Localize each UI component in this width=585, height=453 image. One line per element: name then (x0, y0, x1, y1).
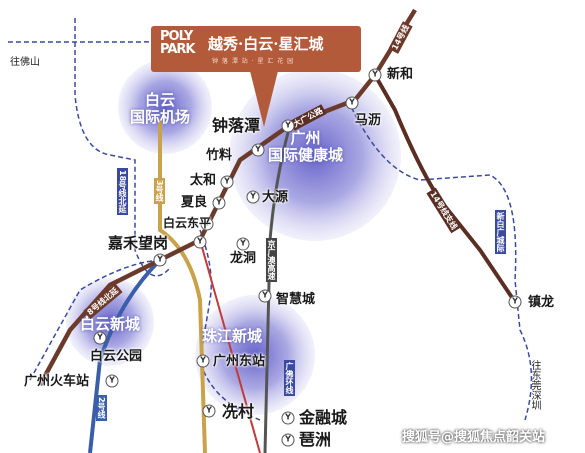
station-marker-xialiang[interactable]: Y (212, 196, 226, 210)
airport-label: 白云 国际机场 (130, 91, 191, 127)
station-dayuan[interactable]: 大源 (262, 190, 289, 205)
station-marker-taihe[interactable]: Y (220, 175, 234, 189)
line18-north-extension (74, 18, 171, 277)
banner-pointer (250, 71, 278, 127)
station-marker-jinrongcheng[interactable]: Y (281, 411, 295, 425)
station-marker-zhihuicheng[interactable]: Y (258, 289, 272, 303)
station-zhihuicheng[interactable]: 智慧城 (276, 292, 316, 307)
line2-label: 2号线 (96, 395, 107, 421)
station-pazhou[interactable]: 琶洲 (299, 430, 332, 449)
line3-track (158, 120, 207, 453)
poly-park-logo: POLY PARK (160, 30, 200, 68)
airport-area (118, 60, 212, 154)
health-city-label: 广州 国际健康城 (268, 129, 344, 165)
station-jiahewanggang[interactable]: 嘉禾望岗 (108, 234, 169, 252)
baiyun-new-town-label: 白云新城 (80, 315, 141, 333)
xinbaiguang-intercity (347, 99, 533, 421)
airport-label-line2: 国际机场 (130, 108, 191, 127)
line14-branch-track (373, 74, 517, 304)
brand-subtitle: 钟 落 潭 站 · 星 汇 花 园 (212, 58, 295, 65)
station-marker-baiyundongping[interactable]: Y (200, 217, 214, 231)
airport-label-line1: 白云 (145, 91, 176, 109)
line18-label: 18号线北延 (117, 168, 128, 216)
station-guangzhou-east[interactable]: 广州东站 (213, 354, 266, 369)
station-marker-guangzhou-east[interactable]: Y (196, 354, 210, 368)
station-marker-xiancun[interactable]: Y (202, 404, 216, 418)
station-marker-zhongluotan[interactable]: Y (281, 119, 295, 133)
station-marker-mali[interactable]: Y (345, 96, 359, 110)
expressway-label: 京广澳高速 (266, 238, 277, 282)
station-mali[interactable]: 马沥 (355, 113, 382, 128)
watermark: 搜狐号@搜狐焦点韶关站 (402, 430, 546, 445)
brand-banner (151, 26, 361, 72)
station-baiyundongping[interactable]: 白云东平 (163, 216, 212, 230)
station-longdong[interactable]: 龙洞 (230, 251, 257, 266)
station-baiyungongyuan[interactable]: 白云公园 (90, 349, 143, 364)
guangfo-loop-label: 广佛环线 (284, 360, 295, 396)
to-dongguan-label: 往东莞深圳 (529, 360, 540, 410)
red-connector (199, 239, 261, 453)
station-marker-jiahewanggang-b[interactable]: Y (153, 253, 167, 267)
station-zhenlong[interactable]: 镇龙 (528, 295, 555, 310)
station-guangzhou-railway[interactable]: 广州火车站 (24, 374, 90, 389)
station-xinhe[interactable]: 新和 (387, 67, 414, 82)
xinbaiguang-label: 新白广城际 (495, 210, 506, 254)
zhujiang-new-town-label: 珠江新城 (202, 327, 263, 345)
station-marker-longdong[interactable]: Y (236, 237, 250, 251)
to-foshan-label: 往佛山 (10, 57, 40, 68)
station-marker-baiyungongyuan[interactable]: Y (93, 331, 107, 345)
station-jinrongcheng[interactable]: 金融城 (299, 408, 348, 427)
station-xiancun[interactable]: 冼村 (222, 402, 255, 421)
station-marker-xinhe[interactable]: Y (368, 68, 382, 82)
station-marker-guangzhou-railway[interactable]: Y (105, 374, 119, 388)
station-marker-jiahewanggang-a[interactable]: Y (193, 235, 207, 249)
line3-label: 3号线 (154, 178, 165, 204)
logo-line2: PARK (160, 42, 195, 57)
brand-title: 越秀·白云·星汇城 (208, 35, 324, 53)
station-marker-zhenlong[interactable]: Y (508, 295, 522, 309)
station-zhuliao[interactable]: 竹料 (206, 148, 233, 163)
line2-track (88, 258, 162, 453)
baiyun-new-town-area (66, 278, 154, 366)
expressway-track (263, 124, 292, 453)
logo-line1: POLY (160, 29, 193, 44)
health-city-line1: 广州 (290, 129, 321, 147)
station-zhongluotan[interactable]: 钟落潭 (212, 116, 261, 135)
station-taihe[interactable]: 太和 (190, 173, 217, 188)
station-marker-zhuliao[interactable]: Y (251, 143, 265, 157)
station-marker-pazhou[interactable]: Y (281, 433, 295, 447)
station-xialiang[interactable]: 夏良 (181, 195, 208, 210)
health-city-line2: 国际健康城 (268, 146, 344, 165)
station-marker-dayuan[interactable]: Y (246, 190, 260, 204)
